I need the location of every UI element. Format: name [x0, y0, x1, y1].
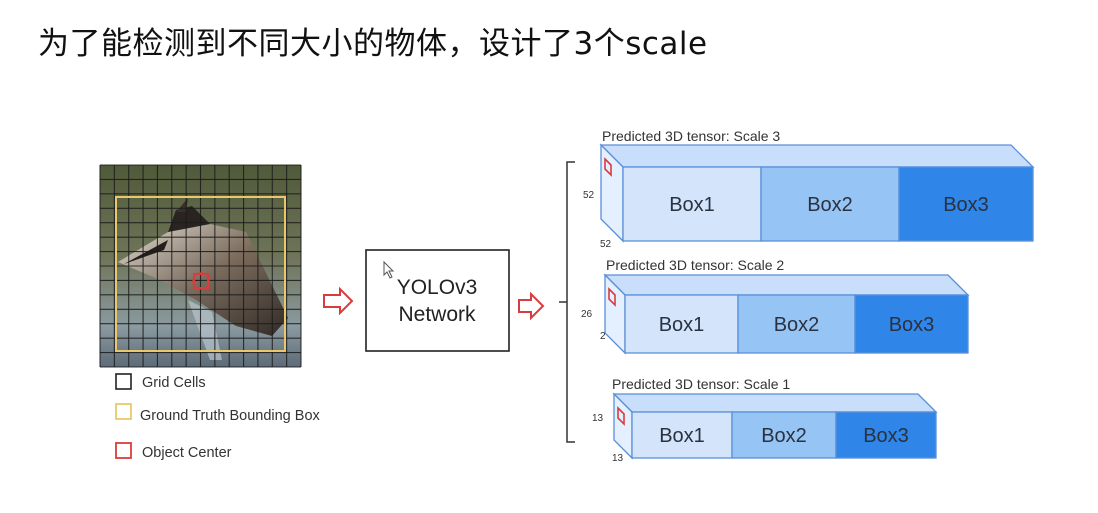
ground-truth-label: Ground Truth Bounding Box: [140, 408, 321, 424]
arrow-icon: [518, 291, 545, 321]
scale-tensor: Box1 Box2 Box3 Predicted 3D tensor: Scale 1…: [592, 376, 938, 464]
anchor-box-1: [622, 166, 762, 242]
object-center-cell-icon: [608, 287, 616, 307]
object-center-legend-icon: [115, 442, 132, 459]
anchor-box-label: Box2: [761, 425, 807, 447]
anchor-box-label: Box2: [807, 194, 853, 216]
mouse-cursor-icon: [383, 260, 395, 279]
scale-label: Predicted 3D tensor: Scale 1: [612, 376, 790, 392]
anchor-box-1: [624, 294, 739, 354]
object-center-cell: [193, 273, 209, 289]
anchor-box-label: Box3: [863, 425, 909, 447]
legend: Grid Cells Ground Truth Bounding Box Obj…: [115, 373, 321, 461]
grid-cells-legend-icon: [115, 373, 132, 390]
dim-side-label: 26: [581, 309, 593, 320]
page-title: 为了能检测到不同大小的物体，设计了3个scale: [38, 26, 708, 62]
tensor-top-face: [612, 393, 938, 413]
anchor-box-label: Box3: [943, 194, 989, 216]
scale-tensor: Box1 Box2 Box3 Predicted 3D tensor: Scale 2…: [581, 257, 970, 355]
anchor-box-3: [854, 294, 969, 354]
anchor-box-label: Box3: [889, 314, 935, 336]
dim-bottom-label: 2: [600, 331, 606, 342]
arrow-icon: [323, 286, 354, 316]
ground-truth-bounding-box: [115, 196, 286, 352]
tensor-top-face: [603, 274, 970, 296]
dim-bottom-label: 52: [600, 239, 612, 250]
bird-image: [99, 164, 302, 368]
grid-cells: [99, 164, 302, 368]
scale-tensor: Box1 Box2 Box3 Predicted 3D tensor: Scale 3…: [583, 128, 1035, 250]
anchor-box-3: [835, 411, 937, 459]
ground-truth-legend-icon: [115, 403, 132, 420]
dim-side-label: 13: [592, 413, 604, 424]
dim-side-label: 52: [583, 190, 595, 201]
object-center-label: Object Center: [142, 445, 232, 461]
object-center-cell-icon: [604, 157, 612, 177]
yolov3-network-box: YOLOv3 Network: [365, 249, 510, 352]
grid-cells-label: Grid Cells: [142, 375, 206, 391]
scale-label: Predicted 3D tensor: Scale 3: [602, 128, 780, 144]
dim-bottom-label: 13: [612, 453, 624, 464]
anchor-box-2: [760, 166, 900, 242]
anchor-box-1: [631, 411, 733, 459]
object-center-cell-icon: [617, 406, 625, 426]
scale-label: Predicted 3D tensor: Scale 2: [606, 257, 784, 273]
anchor-box-label: Box2: [774, 314, 820, 336]
anchor-box-2: [731, 411, 837, 459]
network-line2: Network: [398, 303, 476, 326]
anchor-box-label: Box1: [669, 194, 715, 216]
network-line1: YOLOv3: [397, 276, 478, 299]
anchor-box-3: [898, 166, 1034, 242]
tensor-top-face: [599, 144, 1035, 168]
anchor-box-label: Box1: [659, 425, 705, 447]
anchor-box-2: [737, 294, 856, 354]
anchor-box-label: Box1: [659, 314, 705, 336]
output-bracket: [559, 161, 575, 443]
